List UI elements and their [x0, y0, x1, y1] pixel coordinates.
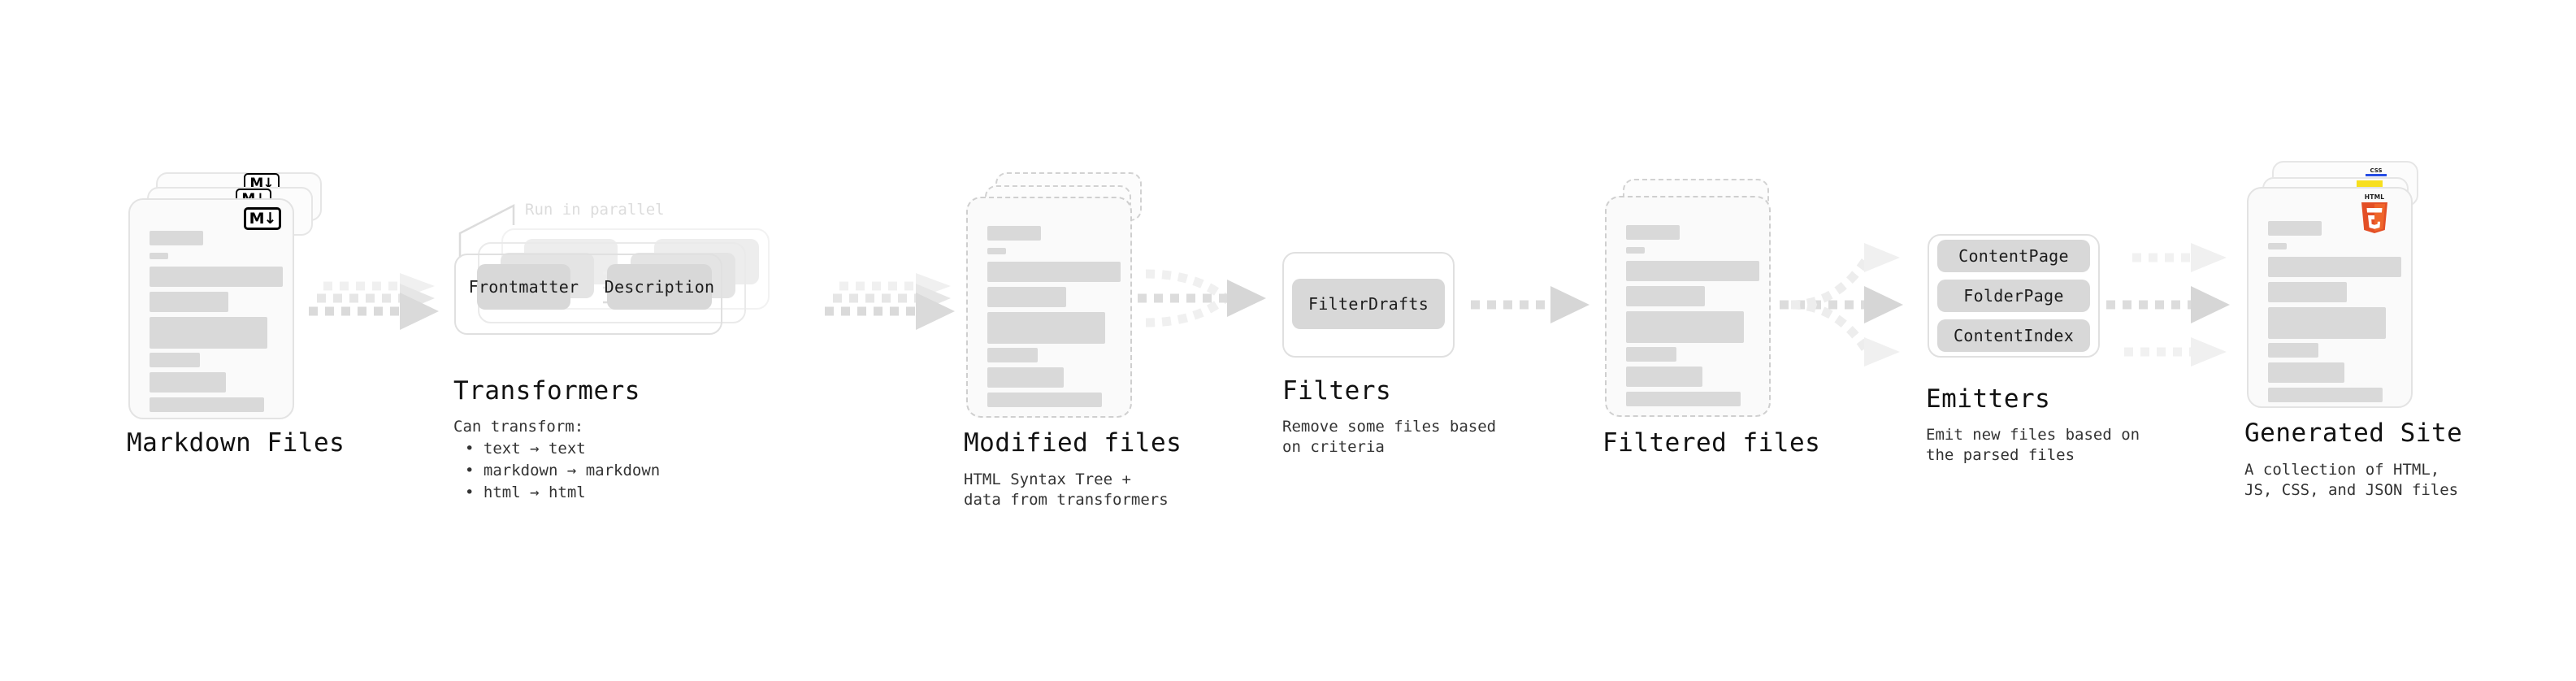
doc-bar	[1626, 347, 1676, 362]
doc-bar	[987, 226, 1041, 241]
filters-subtitle-0: Remove some files based	[1282, 418, 1497, 436]
flow-filters-to-filtered	[1471, 286, 1589, 323]
doc-bar	[1626, 367, 1702, 387]
doc-bar	[987, 248, 1006, 254]
flow-emitters-to-site	[2106, 243, 2230, 367]
doc-bar	[987, 312, 1105, 344]
css-badge: CSS	[2363, 165, 2389, 180]
filters-group	[1282, 252, 1455, 358]
flow-filtered-to-emitters	[1780, 243, 1903, 367]
stage-title-modified-files: Modified files	[964, 428, 1182, 458]
doc-bar	[1626, 225, 1680, 240]
stage-title-filtered-files: Filtered files	[1602, 428, 1821, 458]
emitter-pill-contentpage[interactable]: ContentPage	[1937, 240, 2090, 272]
doc-bar	[1626, 247, 1645, 254]
flow-markdown-to-transformers	[309, 273, 439, 330]
stage-title-emitters: Emitters	[1926, 384, 2051, 414]
doc-bar	[987, 367, 1064, 388]
markdown-badge: M↓	[244, 207, 281, 230]
doc-bar	[150, 317, 267, 349]
modified-files-subtitle-0: HTML Syntax Tree +	[964, 471, 1131, 488]
transformers-subtitle: Can transform:	[453, 418, 584, 436]
doc-bar	[1626, 392, 1741, 406]
doc-bar	[2268, 343, 2318, 358]
transformers-bullet-1: • markdown → markdown	[465, 462, 661, 479]
markdown-card-front	[128, 198, 294, 419]
emitter-pill-contentindex[interactable]: ContentIndex	[1937, 319, 2090, 352]
run-in-parallel-label: Run in parallel	[525, 201, 665, 219]
doc-bar	[2268, 388, 2383, 402]
modified-card-front	[966, 197, 1132, 418]
emitters-group	[1928, 234, 2100, 358]
svg-text:CSS: CSS	[2370, 167, 2382, 174]
filtered-card-front	[1605, 196, 1771, 417]
svg-text:HTML: HTML	[2365, 193, 2384, 201]
doc-bar	[987, 393, 1102, 407]
emitter-pill-folderpage[interactable]: FolderPage	[1937, 280, 2090, 312]
emitters-subtitle-0: Emit new files based on	[1926, 426, 2140, 444]
doc-bar	[2268, 243, 2287, 249]
transformers-bullet-2: • html → html	[465, 484, 586, 501]
transformers-bullet-0: • text → text	[465, 440, 586, 458]
doc-bar	[2268, 257, 2401, 277]
doc-bar	[150, 267, 283, 287]
doc-bar	[150, 372, 226, 393]
doc-bar	[987, 348, 1038, 362]
doc-bar	[150, 353, 200, 367]
doc-bar	[2268, 282, 2347, 302]
emitters-subtitle-1: the parsed files	[1926, 446, 2075, 464]
transformer-group-front	[454, 254, 722, 335]
run-in-parallel-bracket	[458, 203, 515, 258]
stage-title-transformers: Transformers	[453, 376, 640, 406]
doc-bar	[150, 397, 264, 412]
stage-title-markdown-files: Markdown Files	[127, 428, 345, 458]
doc-bar	[150, 292, 228, 312]
modified-files-subtitle-1: data from transformers	[964, 491, 1169, 509]
filters-subtitle-1: on criteria	[1282, 438, 1385, 456]
doc-bar	[2268, 307, 2386, 339]
doc-bar	[150, 231, 203, 245]
site-card-front	[2247, 187, 2413, 408]
generated-site-subtitle-1: JS, CSS, and JSON files	[2244, 481, 2459, 499]
doc-bar	[150, 253, 168, 259]
doc-bar	[987, 287, 1066, 307]
flow-modified-to-filters	[1138, 269, 1266, 327]
transformer-pill-frontmatter[interactable]: Frontmatter	[469, 264, 579, 310]
doc-bar	[2268, 221, 2322, 236]
doc-bar	[1626, 261, 1759, 281]
filter-pill-filterdrafts[interactable]: FilterDrafts	[1292, 279, 1445, 329]
doc-bar	[2268, 362, 2344, 383]
doc-bar	[1626, 311, 1744, 343]
stage-title-generated-site: Generated Site	[2244, 419, 2463, 448]
html5-badge: HTML	[2357, 192, 2392, 234]
doc-bar	[987, 262, 1121, 282]
stage-title-filters: Filters	[1282, 376, 1392, 406]
generated-site-subtitle-0: A collection of HTML,	[2244, 461, 2440, 479]
transformer-pill-description[interactable]: Description	[605, 264, 714, 310]
flow-transformers-to-modified	[825, 273, 955, 330]
doc-bar	[1626, 286, 1705, 306]
